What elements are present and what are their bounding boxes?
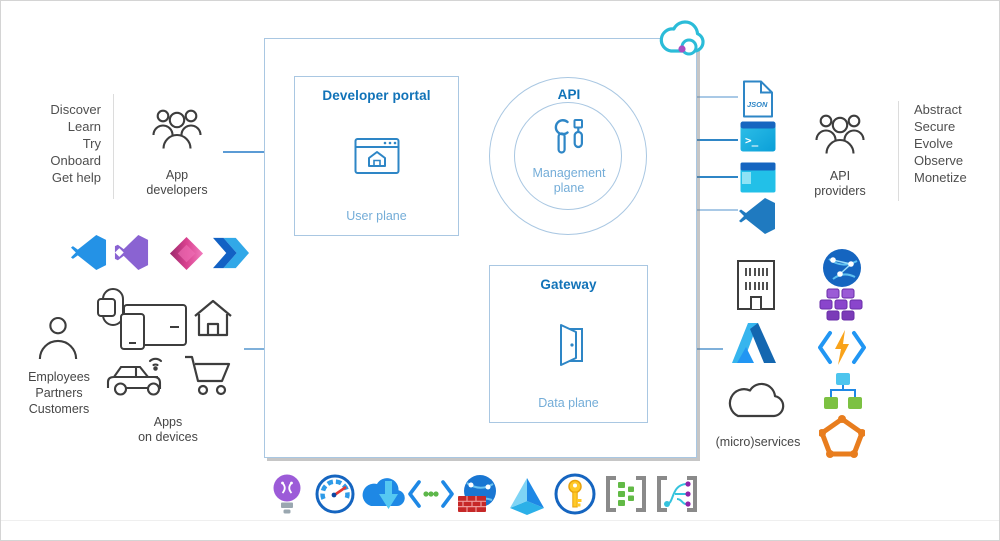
user-plane-label: User plane <box>346 209 407 223</box>
brackets-tasks-icon <box>605 475 647 513</box>
activity-item: Learn <box>67 119 101 134</box>
globe-firewall-icon <box>457 474 501 514</box>
cloud-backend-icon <box>726 382 786 420</box>
connector-devs-portal <box>223 151 293 153</box>
power-apps-icon <box>168 235 205 272</box>
activity-item: Secure <box>914 119 956 134</box>
house-icon <box>192 297 234 339</box>
power-automate-icon <box>212 235 250 271</box>
cubes-cluster-icon <box>819 288 863 322</box>
activity-item: Monetize <box>914 170 967 185</box>
developer-portal-box: Developer portal User plane <box>294 76 459 236</box>
employees-person-icon <box>37 314 79 364</box>
azure-logo-icon <box>727 320 779 366</box>
resource-hierarchy-icon <box>822 371 864 411</box>
globe-network-icon <box>821 247 863 289</box>
brackets-network-icon <box>656 475 698 513</box>
pyramid-icon <box>505 475 549 516</box>
activity-item: Evolve <box>914 136 954 151</box>
functions-bolt-icon <box>818 329 866 366</box>
api-providers-icon <box>815 111 865 157</box>
svg-text:JSON: JSON <box>747 100 768 109</box>
vs-code-icon <box>70 234 107 271</box>
activity-item: Try <box>82 136 101 151</box>
browser-home-icon <box>354 136 400 176</box>
app-developers-label: App developers <box>146 168 208 197</box>
gateway-title: Gateway <box>540 277 597 292</box>
visual-studio-icon <box>113 234 150 271</box>
building-icon <box>735 259 777 311</box>
apps-on-devices-label: Apps on devices <box>138 415 198 444</box>
gateway-box: Gateway Data plane <box>489 265 648 423</box>
terminal-icon: >_ <box>740 121 776 152</box>
activity-item: Observe <box>914 153 964 168</box>
bottom-separator <box>1 520 999 521</box>
activity-item: Abstract <box>914 102 962 117</box>
activity-item: Onboard <box>50 153 101 168</box>
pentagon-ring-icon <box>819 414 865 458</box>
cloud-arrow-icon <box>361 476 405 513</box>
shopping-cart-icon <box>183 352 231 396</box>
api-circle-inner <box>514 102 622 210</box>
api-circle-outer: API Management plane <box>489 77 647 235</box>
management-plane-label: Management plane <box>532 166 606 195</box>
open-door-icon <box>549 321 589 367</box>
provider-activities-list: Abstract Secure Evolve Observe Monetize <box>914 101 994 186</box>
svg-text:>_: >_ <box>745 134 759 147</box>
consumer-activities-list: Discover Learn Try Onboard Get help <box>23 101 101 186</box>
wrench-screwdriver-icon <box>549 116 589 162</box>
app-developers-icon <box>152 106 202 152</box>
speed-gauge-icon <box>315 474 355 514</box>
json-file-icon: JSON <box>742 80 774 118</box>
api-management-cloud-icon <box>659 18 709 60</box>
connected-car-icon <box>105 351 169 397</box>
api-title: API <box>557 87 581 102</box>
data-plane-label: Data plane <box>538 396 599 410</box>
activity-item: Discover <box>50 102 101 117</box>
vs-code-output-icon <box>738 197 776 235</box>
left-divider <box>113 94 114 199</box>
app-window-icon <box>740 162 776 193</box>
microservices-label: (micro)services <box>715 435 801 449</box>
devices-cluster-icon <box>94 288 189 350</box>
key-vault-icon <box>554 473 596 515</box>
employees-label: Employees Partners Customers <box>28 370 90 416</box>
right-divider <box>898 101 899 201</box>
api-providers-label: API providers <box>814 169 866 198</box>
code-dots-icon <box>408 479 454 509</box>
developer-portal-title: Developer portal <box>322 88 431 103</box>
activity-item: Get help <box>51 170 101 185</box>
idea-bulb-icon <box>270 472 304 517</box>
